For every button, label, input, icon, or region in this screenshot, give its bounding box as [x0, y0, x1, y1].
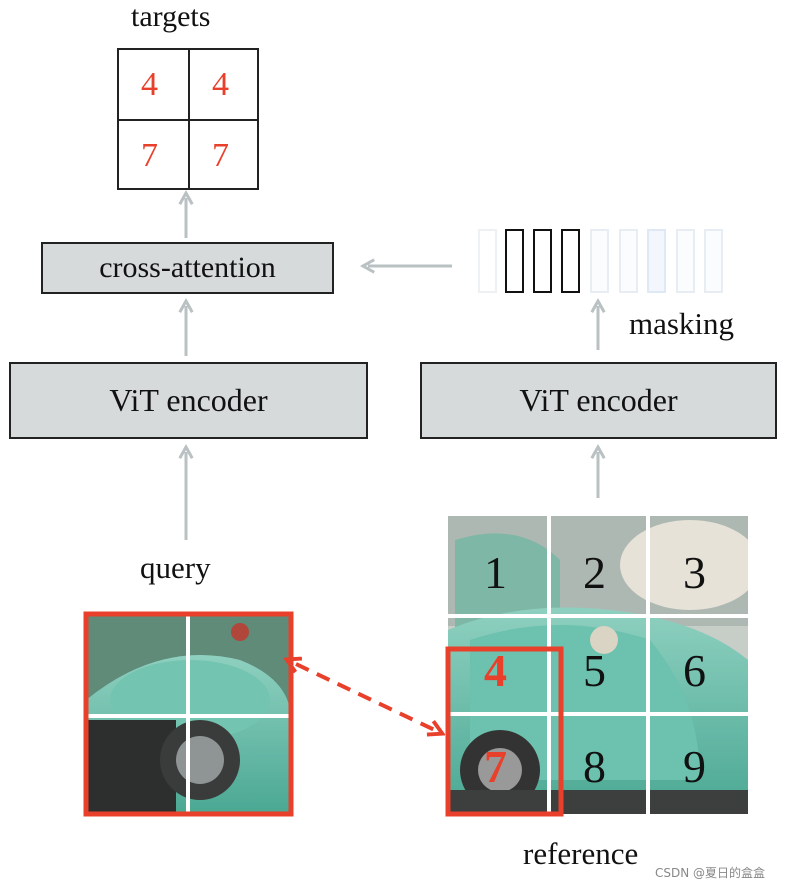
- cross-attention-box: cross-attention: [41, 242, 334, 294]
- query-label: query: [140, 550, 211, 585]
- correspondence-arrow: [296, 664, 441, 733]
- reference-cell: 6: [683, 645, 706, 696]
- reference-grid-lines: [448, 516, 748, 814]
- reference-highlight-frame: [445, 646, 564, 817]
- reference-cell: 4: [484, 645, 507, 696]
- masking-label: masking: [629, 306, 735, 341]
- reference-cell: 1: [484, 547, 507, 598]
- targets-label: targets: [131, 0, 211, 33]
- reference-cell: 9: [683, 741, 706, 792]
- reference-cell: 7: [484, 741, 507, 792]
- target-cell: 4: [212, 66, 229, 103]
- token-sequence: [478, 229, 723, 293]
- reference-cell: 5: [583, 645, 606, 696]
- reference-cell: 2: [583, 547, 606, 598]
- reference-label: reference: [523, 836, 639, 871]
- query-grid-lines: [86, 614, 291, 814]
- reference-cell: 3: [683, 547, 706, 598]
- targets-grid: 4 4 7 7: [117, 48, 259, 190]
- vit-encoder-right: ViT encoder: [420, 362, 777, 439]
- vit-encoder-left: ViT encoder: [9, 362, 368, 439]
- reference-image: [448, 516, 748, 814]
- watermark: CSDN @夏日的盒盒: [655, 866, 766, 880]
- target-cell: 7: [141, 137, 158, 174]
- reference-cell: 8: [583, 741, 606, 792]
- target-cell: 7: [212, 137, 229, 174]
- target-cell: 4: [141, 66, 158, 103]
